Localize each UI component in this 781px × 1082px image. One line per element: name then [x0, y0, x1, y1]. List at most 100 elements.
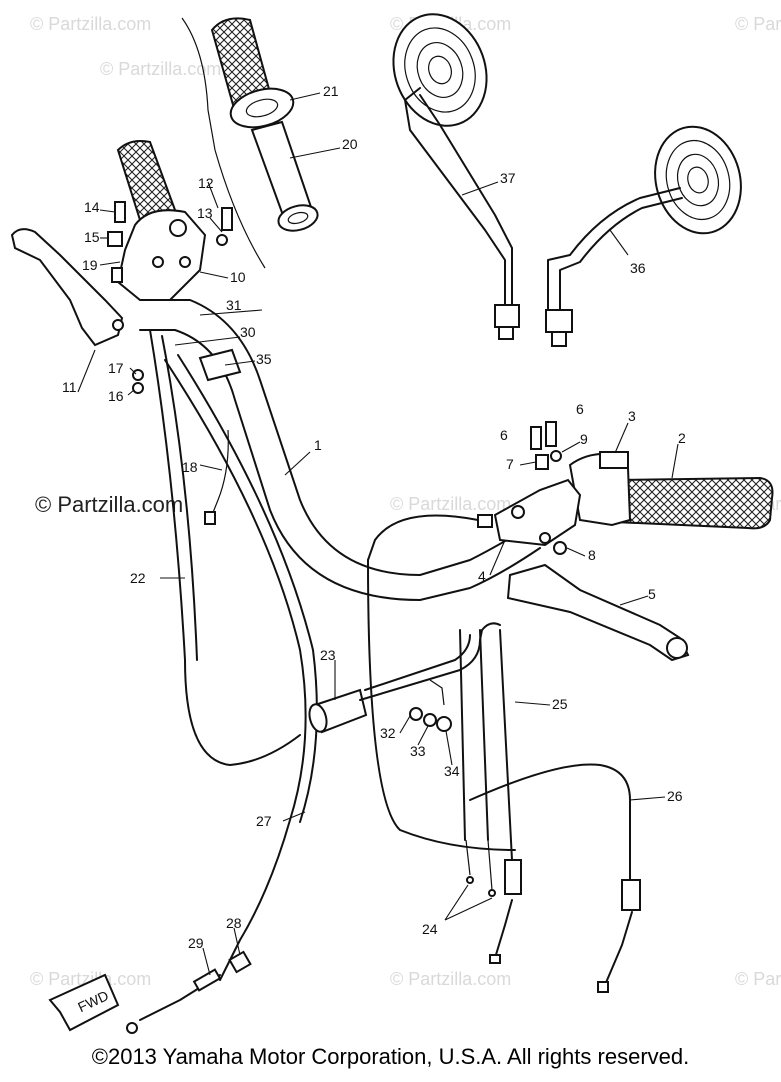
mirror-stem-right-b [559, 197, 683, 311]
tacho-cable-end [621, 879, 641, 911]
adjuster-29 [192, 968, 222, 992]
callout-label: 3 [628, 408, 636, 424]
brake-cable-right [367, 514, 479, 561]
cable-nipple [489, 954, 501, 964]
callout-label: 28 [226, 915, 242, 931]
clutch-lever [10, 228, 124, 347]
callout-label: 24 [422, 921, 438, 937]
handlebar-pad [198, 348, 242, 382]
watermark: © Partzilla.com [390, 494, 511, 514]
callout-label: 25 [552, 696, 568, 712]
tacho-cable [469, 763, 631, 881]
callout-label: 13 [197, 205, 213, 221]
adjuster-28 [228, 950, 252, 974]
callout-label: 10 [230, 269, 246, 285]
tacho-cable-tip [604, 911, 633, 986]
callout-label: 34 [444, 763, 460, 779]
callout-label: 23 [320, 647, 336, 663]
left-grip [116, 140, 177, 222]
callout-label: 26 [667, 788, 683, 804]
callout-label: 29 [188, 935, 204, 951]
clutch-cable-inner [161, 335, 198, 661]
callout-label: 37 [500, 170, 516, 186]
throttle-cable-lead-3 [499, 629, 513, 861]
callout-label: 30 [240, 324, 256, 340]
left-hardware [107, 201, 233, 394]
callout-label: 35 [256, 351, 272, 367]
mirror-left [392, 13, 488, 127]
bolt-6b [545, 421, 557, 447]
mirror-stem-right [547, 187, 681, 311]
watermark: © Partzilla.com [100, 59, 221, 79]
watermark: © Partzilla.com [390, 969, 511, 989]
cable-end-ball [488, 889, 496, 897]
brake-lever [506, 563, 690, 662]
callout-label: 33 [410, 743, 426, 759]
washer-9 [550, 450, 562, 462]
washer-32 [409, 707, 423, 721]
washer-33 [423, 713, 437, 727]
callout-label: 17 [108, 360, 124, 376]
handlebar [139, 299, 541, 601]
callout-label: 14 [84, 199, 100, 215]
mirror-right-base [545, 309, 573, 333]
callout-label: 21 [323, 83, 339, 99]
brake-cable-front [164, 359, 307, 981]
callout-label: 2 [678, 430, 686, 446]
callout-label: 15 [84, 229, 100, 245]
watermark-bold: © Partzilla.com [35, 492, 183, 517]
throttle-sleeve [250, 120, 319, 232]
watermark: © Partzilla.com [735, 969, 781, 989]
callout-label: 8 [588, 547, 596, 563]
throttle-cable-upper-b [364, 634, 471, 691]
throttle-cable-lead-1 [459, 629, 466, 841]
throttle-housing [568, 451, 632, 527]
cable-adjuster-right [477, 514, 493, 528]
fwd-arrow: FWD [48, 973, 120, 1032]
callout-label: 19 [82, 257, 98, 273]
callout-label: 9 [580, 431, 588, 447]
watermark: © Partzilla.com [735, 14, 781, 34]
mirror-stem-left [404, 87, 506, 306]
throttle-cable-junction [308, 688, 368, 734]
callout-label: 6 [576, 401, 584, 417]
callout-label: 27 [256, 813, 272, 829]
cable-end-ball [466, 876, 474, 884]
callout-label: 31 [226, 297, 242, 313]
callout-label: 7 [506, 456, 514, 472]
cable-loop [367, 559, 516, 851]
callout-numbers: 1 2 3 4 5 6 6 7 8 9 10 11 12 13 14 15 16… [62, 83, 686, 951]
nut-8 [553, 541, 567, 555]
spacer-7 [535, 454, 549, 470]
callout-label: 6 [500, 427, 508, 443]
callout-label: 11 [62, 379, 77, 395]
mirror-left-base [494, 304, 520, 328]
switch-connector [204, 511, 216, 525]
copyright-footer: ©2013 Yamaha Motor Corporation, U.S.A. A… [91, 1044, 690, 1069]
watermark-layer: © Partzilla.com © Partzilla.com © Partzi… [30, 14, 781, 989]
right-grip [614, 476, 774, 530]
watermark: © Partzilla.com [30, 969, 151, 989]
bracket-clip [429, 679, 445, 706]
mirror-right [654, 125, 742, 235]
callout-label: 16 [108, 388, 124, 404]
callout-label: 22 [130, 570, 146, 586]
watermark: © Partzilla.com [30, 14, 151, 34]
cable-ends-24 [465, 839, 493, 891]
callout-label: 32 [380, 725, 396, 741]
throttle-cable-lead-2 [479, 629, 489, 841]
left-lever-holder [116, 209, 207, 301]
tacho-cable-nut [597, 981, 609, 993]
bolt-6a [530, 426, 542, 450]
cable-end-ball [126, 1022, 138, 1034]
mirror-right-thread [551, 331, 567, 347]
mirror-left-thread [498, 326, 514, 340]
clutch-cable [149, 329, 301, 766]
cable-end [494, 899, 513, 959]
callout-label: 18 [182, 459, 198, 475]
mirror-stem-left-b [419, 94, 513, 306]
nut-34 [436, 716, 452, 732]
brake-lever-holder [493, 478, 582, 547]
callout-label: 20 [342, 136, 358, 152]
